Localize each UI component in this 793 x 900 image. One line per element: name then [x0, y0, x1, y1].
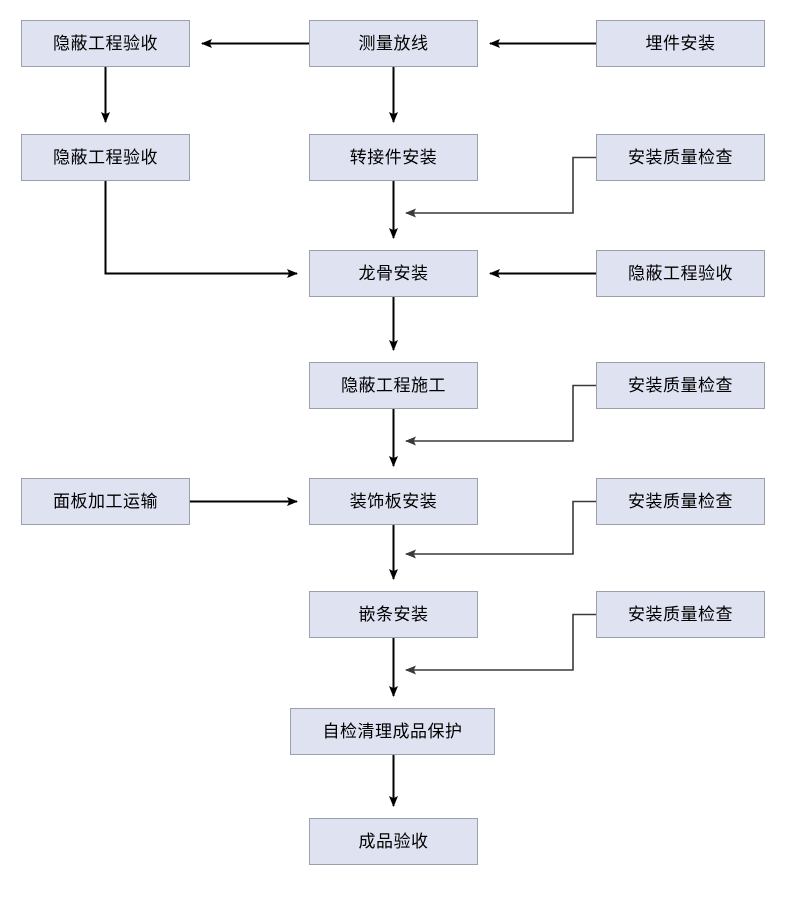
node-yinbi-gongcheng-yanshou-2[interactable]: 隐蔽工程验收 — [21, 134, 190, 181]
node-label: 安装质量检查 — [628, 492, 733, 511]
node-yinbi-gongcheng-yanshou-3[interactable]: 隐蔽工程验收 — [596, 250, 765, 297]
node-yinbi-gongcheng-shigong[interactable]: 隐蔽工程施工 — [309, 362, 478, 409]
edge-zhiliang3-to-trunk — [405, 500, 596, 559]
node-label: 装饰板安装 — [349, 492, 438, 511]
node-celiang-fangxian[interactable]: 测量放线 — [309, 20, 478, 67]
node-label: 嵌条安装 — [358, 605, 429, 624]
node-mianban-jiagong-yunshu[interactable]: 面板加工运输 — [21, 478, 190, 525]
node-zhuanjiejian-anzhuang[interactable]: 转接件安装 — [309, 134, 478, 181]
node-anzhuang-zhiliang-jiancha-4[interactable]: 安装质量检查 — [596, 591, 765, 638]
node-label: 埋件安装 — [645, 34, 716, 53]
node-label: 隐蔽工程验收 — [53, 148, 158, 167]
edge-zhiliang1-to-trunk — [405, 156, 596, 218]
edge-yinbi2-to-longgu — [104, 181, 298, 278]
node-chengpin-yanshou[interactable]: 成品验收 — [309, 818, 478, 865]
node-label: 自检清理成品保护 — [322, 722, 463, 741]
node-label: 隐蔽工程验收 — [53, 34, 158, 53]
node-label: 隐蔽工程施工 — [341, 376, 446, 395]
node-label: 面板加工运输 — [53, 492, 158, 511]
node-label: 龙骨安装 — [358, 264, 429, 283]
node-anzhuang-zhiliang-jiancha-1[interactable]: 安装质量检查 — [596, 134, 765, 181]
node-yinbi-gongcheng-yanshou-1[interactable]: 隐蔽工程验收 — [21, 20, 190, 67]
node-label: 安装质量检查 — [628, 605, 733, 624]
node-anzhuang-zhiliang-jiancha-3[interactable]: 安装质量检查 — [596, 478, 765, 525]
node-zijian-qingli-chengpin-baohu[interactable]: 自检清理成品保护 — [290, 708, 495, 755]
node-qiantiao-anzhuang[interactable]: 嵌条安装 — [309, 591, 478, 638]
node-label: 安装质量检查 — [628, 376, 733, 395]
node-zhuangshiban-anzhuang[interactable]: 装饰板安装 — [309, 478, 478, 525]
node-label: 测量放线 — [358, 34, 429, 53]
node-label: 安装质量检查 — [628, 148, 733, 167]
node-label: 隐蔽工程验收 — [628, 264, 733, 283]
node-maijian-anzhuang[interactable]: 埋件安装 — [596, 20, 765, 67]
node-longgu-anzhuang[interactable]: 龙骨安装 — [309, 250, 478, 297]
edge-zhiliang2-to-trunk — [405, 384, 596, 446]
node-label: 转接件安装 — [349, 148, 438, 167]
node-anzhuang-zhiliang-jiancha-2[interactable]: 安装质量检查 — [596, 362, 765, 409]
edge-zhiliang4-to-trunk — [405, 613, 596, 675]
node-label: 成品验收 — [358, 832, 429, 851]
